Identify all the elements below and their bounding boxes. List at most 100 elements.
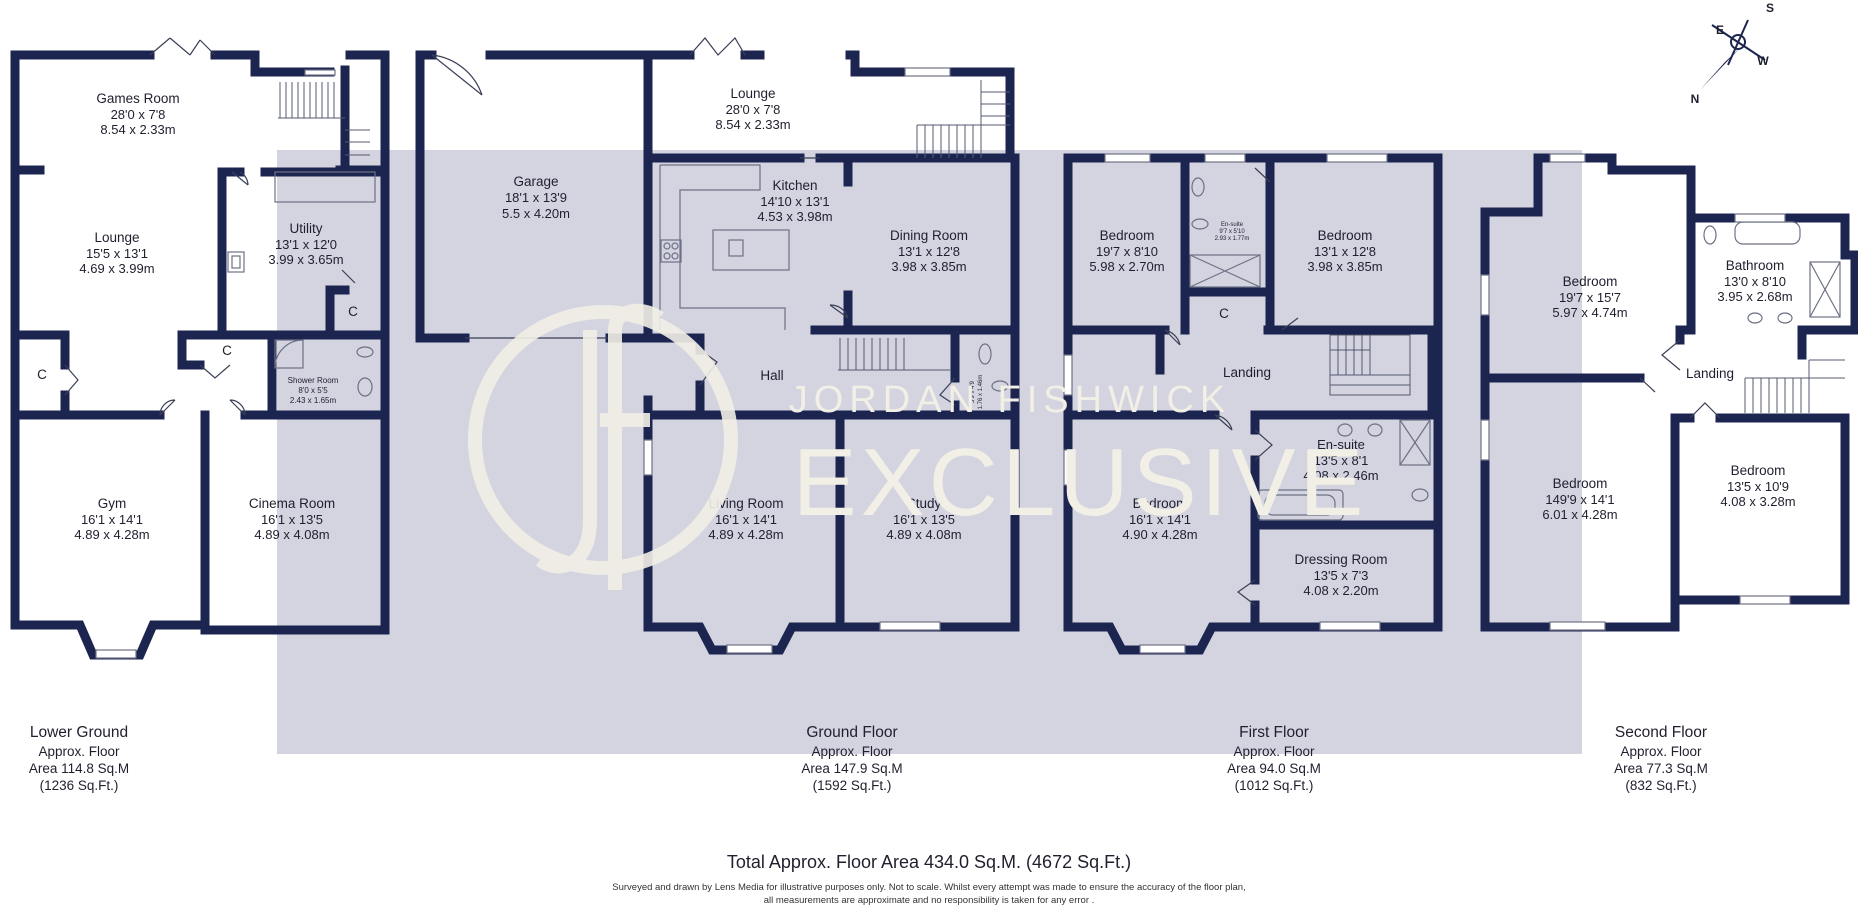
ff-bedroom-c-imperial: 16'1 x 14'1 [1129,512,1191,527]
sf-bedroom-b-metric: 6.01 x 4.28m [1542,507,1617,522]
first-floor-area-3: (1012 Sq.Ft.) [1235,778,1314,793]
gf-living-name: Living Room [708,496,783,511]
sf-landing-name: Landing [1686,366,1734,381]
sf-bedroom-c-metric: 4.08 x 3.28m [1720,494,1795,509]
lg-utility-imperial: 13'1 x 12'0 [275,237,337,252]
gf-kitchen-imperial: 14'10 x 13'1 [760,194,829,209]
compass-icon: S E W N [1691,1,1774,106]
ff-bedroom-a-name: Bedroom [1100,228,1155,243]
lg-utility-metric: 3.99 x 3.65m [268,252,343,267]
total-floor-area: Total Approx. Floor Area 434.0 Sq.M. (46… [727,852,1131,872]
lg-games-room-metric: 8.54 x 2.33m [100,122,175,137]
gf-dining-metric: 3.98 x 3.85m [891,259,966,274]
watermark-brand-main: EXCLUSIVE [793,429,1368,536]
disclaimer-line-2: all measurements are approximate and no … [764,895,1095,906]
compass-e: E [1716,23,1724,37]
ff-ensuite-name: En-suite [1317,437,1365,452]
first-floor-title: First Floor [1239,724,1309,741]
lg-cupboard-c: C [222,343,232,358]
compass-s: S [1766,1,1774,15]
ground-floor-title: Ground Floor [806,724,897,741]
sf-bedroom-a-imperial: 19'7 x 15'7 [1559,290,1621,305]
gf-hall-name: Hall [760,368,783,383]
gf-living-imperial: 16'1 x 14'1 [715,512,777,527]
ground-floor-area-1: Approx. Floor [811,744,893,759]
disclaimer-line-1: Surveyed and drawn by Lens Media for ill… [612,882,1245,893]
lg-games-room-name: Games Room [96,91,179,106]
gf-garage-imperial: 18'1 x 13'9 [505,190,567,205]
gf-living-metric: 4.89 x 4.28m [708,527,783,542]
lg-shower-room-metric: 2.43 x 1.65m [290,396,337,405]
sf-bedroom-a-metric: 5.97 x 4.74m [1552,305,1627,320]
sf-bathroom-name: Bathroom [1726,258,1785,273]
ground-floor-area-2: Area 147.9 Sq.M [801,761,902,776]
lg-utility-name: Utility [290,221,323,236]
lg-gym-imperial: 16'1 x 14'1 [81,512,143,527]
sf-bedroom-a-name: Bedroom [1563,274,1618,289]
lg-lounge-imperial: 15'5 x 13'1 [86,246,148,261]
lg-cupboard-b: C [37,367,47,382]
ff-dressing-metric: 4.08 x 2.20m [1303,583,1378,598]
gf-garage-metric: 5.5 x 4.20m [502,206,570,221]
jf-logo-watermark [468,303,738,590]
ff-bedroom-b-imperial: 13'1 x 12'8 [1314,244,1376,259]
first-floor-plan: Bedroom 19'7 x 8'10 5.98 x 2.70m En-suit… [1063,153,1443,655]
lower-ground-area-2: Area 114.8 Sq.M [29,761,129,776]
ff-ensuite-small-imperial: 9'7 x 5'10 [1219,229,1245,235]
gf-kitchen-name: Kitchen [772,178,817,193]
watermark-brand-top: JORDAN FISHWICK [789,379,1232,421]
ff-ensuite-small-metric: 2.93 x 1.77m [1215,236,1250,242]
ff-ensuite-imperial: 13'5 x 8'1 [1314,453,1369,468]
second-floor-plan: Bedroom 19'7 x 15'7 5.97 x 4.74m Bathroo… [1480,153,1858,632]
ff-bedroom-b-name: Bedroom [1318,228,1373,243]
gf-study-imperial: 16'1 x 13'5 [893,512,955,527]
sf-bedroom-b-imperial: 149'9 x 14'1 [1545,492,1614,507]
lg-cinema-metric: 4.89 x 4.08m [254,527,329,542]
lower-ground-plan: Games Room 28'0 x 7'8 8.54 x 2.33m Loung… [10,37,390,660]
second-floor-title: Second Floor [1615,724,1707,741]
ff-cupboard: C [1219,306,1229,321]
gf-kitchen-metric: 4.53 x 3.98m [757,209,832,224]
gf-dining-imperial: 13'1 x 12'8 [898,244,960,259]
gf-study-name: Study [907,496,942,511]
gf-wc-imperial: 5'9 x 4'9 [970,380,976,403]
lg-shower-room-imperial: 8'0 x 5'5 [298,386,328,395]
ff-bedroom-c-name: Bedroom [1133,496,1188,511]
gf-lounge-imperial: 28'0 x 7'8 [726,102,781,117]
lg-cupboard-a: C [348,304,358,319]
sf-bathroom-metric: 3.95 x 2.68m [1717,289,1792,304]
ff-dressing-name: Dressing Room [1294,552,1387,567]
lg-gym-metric: 4.89 x 4.28m [74,527,149,542]
ff-dressing-imperial: 13'5 x 7'3 [1314,568,1369,583]
floor-caption-lower-ground: Lower Ground Approx. Floor Area 114.8 Sq… [29,724,129,793]
ff-bedroom-a-imperial: 19'7 x 8'10 [1096,244,1158,259]
floor-caption-ground: Ground Floor Approx. Floor Area 147.9 Sq… [801,724,902,793]
lg-shower-room-name: Shower Room [288,376,339,385]
ff-landing-name: Landing [1223,365,1271,380]
second-floor-area-3: (832 Sq.Ft.) [1625,778,1696,793]
gf-wc-metric: 1.76 x 1.46m [978,375,984,410]
lg-lounge-name: Lounge [94,230,139,245]
sf-bathroom-imperial: 13'0 x 8'10 [1724,274,1786,289]
gf-study-metric: 4.89 x 4.08m [886,527,961,542]
lower-ground-title: Lower Ground [30,724,128,741]
watermark-band [277,150,1582,754]
first-floor-area-1: Approx. Floor [1233,744,1315,759]
gf-dining-name: Dining Room [890,228,968,243]
floor-caption-first: First Floor Approx. Floor Area 94.0 Sq.M… [1227,724,1321,793]
lg-gym-name: Gym [98,496,127,511]
second-floor-area-2: Area 77.3 Sq.M [1614,761,1708,776]
lower-ground-area-3: (1236 Sq.Ft.) [40,778,119,793]
sf-bedroom-c-imperial: 13'5 x 10'9 [1727,479,1789,494]
ff-bedroom-b-metric: 3.98 x 3.85m [1307,259,1382,274]
compass-w: W [1757,54,1769,68]
lg-games-room-imperial: 28'0 x 7'8 [111,107,166,122]
gf-lounge-name: Lounge [730,86,775,101]
lg-cinema-imperial: 16'1 x 13'5 [261,512,323,527]
lg-cinema-name: Cinema Room [249,496,335,511]
ff-ensuite-metric: 4.08 x 2.46m [1303,468,1378,483]
lower-ground-area-1: Approx. Floor [38,744,120,759]
gf-lounge-metric: 8.54 x 2.33m [715,117,790,132]
ff-bedroom-a-metric: 5.98 x 2.70m [1089,259,1164,274]
